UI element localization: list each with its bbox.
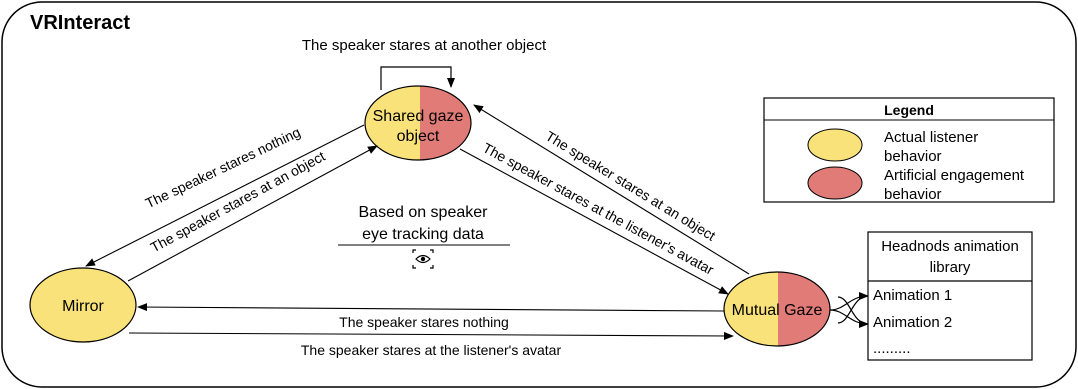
library-item-more: ......... — [873, 340, 911, 357]
library-title-line2: library — [930, 259, 971, 276]
legend-swatch-engagement — [807, 166, 863, 200]
mirror-label: Mirror — [62, 298, 104, 315]
eye-tracking-icon — [412, 249, 434, 269]
legend: Legend Actual listener behavior Artifici… — [763, 97, 1055, 203]
mutual-gaze-node: Mutual Gaze — [723, 271, 831, 347]
animation-library: Headnods animation library Animation 1 A… — [867, 231, 1033, 361]
legend-item1-line1: Actual listener — [884, 129, 978, 146]
arrow-mirror-to-mutual — [128, 331, 734, 340]
legend-item2-line1: Artificial engagement — [884, 167, 1025, 184]
arrow-shared-to-mutual — [459, 148, 729, 295]
center-note-line2: eye tracking data — [362, 226, 484, 243]
label-mirror-to-mutual: The speaker stares at the listener's ava… — [301, 342, 562, 358]
label-shared-to-mirror: The speaker stares nothing — [143, 124, 303, 211]
self-loop-arrow — [380, 66, 455, 90]
arrow-mirror-to-shared — [127, 145, 378, 282]
mirror-node: Mirror — [29, 267, 137, 343]
library-title-line1: Headnods animation — [881, 238, 1019, 255]
library-connectors — [829, 292, 869, 328]
shared-gaze-node: Shared gaze object — [364, 85, 472, 161]
shared-gaze-label-line2: object — [397, 128, 440, 145]
library-item-1: Animation 1 — [873, 287, 952, 304]
self-loop-label: The speaker stares at another object — [302, 37, 547, 54]
legend-title: Legend — [884, 102, 934, 118]
shared-gaze-label-line1: Shared gaze — [373, 108, 464, 125]
label-mutual-to-mirror: The speaker stares nothing — [339, 314, 509, 330]
arrow-mutual-to-shared — [473, 104, 750, 275]
legend-item2-line2: behavior — [884, 186, 942, 203]
legend-swatch-listener — [807, 128, 863, 162]
diagram-title: VRInteract — [30, 12, 130, 34]
arrow-shared-to-mirror — [85, 124, 365, 267]
library-item-2: Animation 2 — [873, 314, 952, 331]
legend-item1-line2: behavior — [884, 148, 942, 165]
center-note-line1: Based on speaker — [359, 204, 489, 221]
arrow-mutual-to-mirror — [137, 303, 725, 312]
mutual-gaze-label: Mutual Gaze — [732, 302, 823, 319]
